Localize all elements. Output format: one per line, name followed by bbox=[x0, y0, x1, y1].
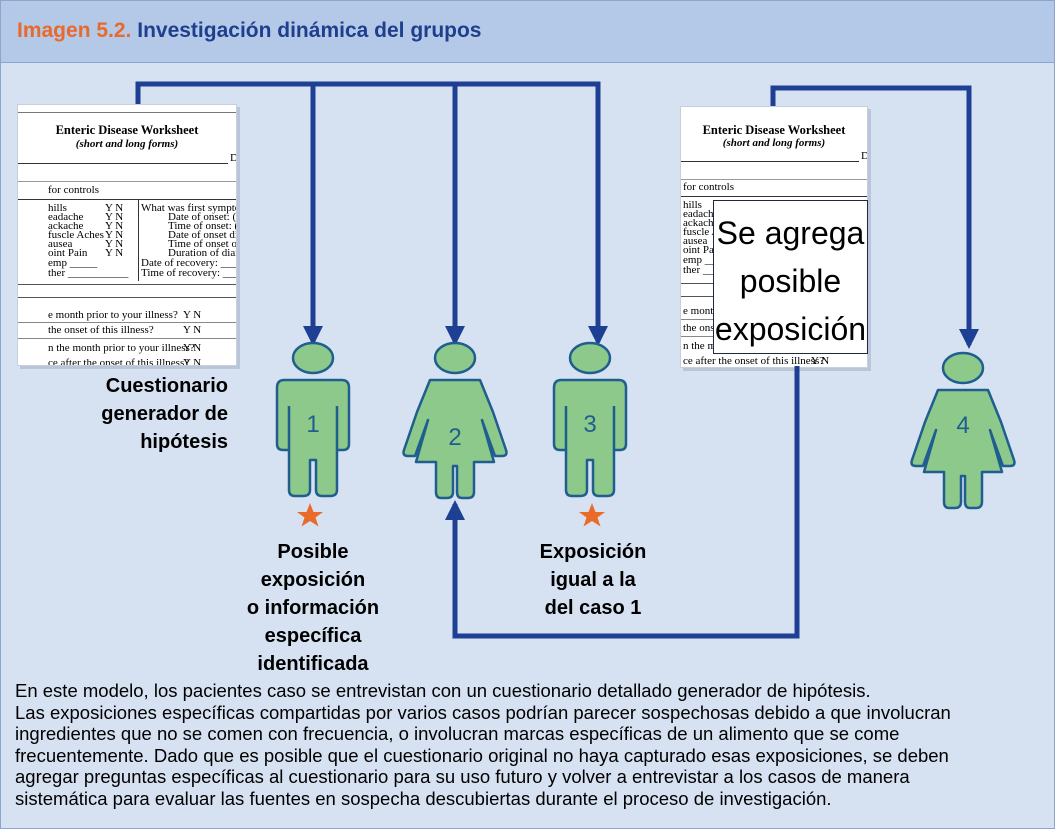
figure-title: Imagen 5.2. Investigación dinámica del g… bbox=[17, 19, 481, 43]
worksheet-line: What was first symptom?____ bbox=[141, 202, 236, 214]
label-line: identificada bbox=[257, 653, 369, 675]
worksheet-line: fuscle Aches bbox=[48, 229, 104, 241]
worksheet-line: Date of onset diarrhea: bbox=[168, 229, 236, 241]
worksheet-line: Y N bbox=[105, 202, 124, 214]
worksheet-line: e month prior to your illness? bbox=[48, 309, 178, 321]
worksheet-line: ackache bbox=[683, 217, 719, 229]
caption-line: agregar preguntas específicas al cuestio… bbox=[15, 766, 910, 787]
label-line: generador de bbox=[101, 403, 228, 425]
worksheet-title: Enteric Disease Worksheet bbox=[55, 123, 199, 137]
worksheet-line: ausea bbox=[683, 235, 708, 247]
label-line: o información bbox=[246, 597, 380, 619]
caption-line: sistemática para evaluar las fuentes en … bbox=[15, 787, 832, 809]
worksheet-line: D bbox=[230, 152, 236, 164]
questionnaire-label: Cuestionario generador de hipótesis bbox=[100, 372, 228, 456]
worksheet-line: Y N bbox=[811, 355, 830, 367]
worksheet-subtitle: (short and long forms) bbox=[722, 137, 826, 149]
worksheet-line: Duration of diarrhea ( bbox=[168, 247, 236, 259]
diagram-graphics: 1 2 3 4 bbox=[135, 81, 1016, 639]
figure-caption: En este modelo, los pacientes caso se en… bbox=[15, 680, 1045, 809]
worksheet-line: Y N bbox=[183, 309, 202, 321]
label-line: igual a la bbox=[550, 569, 636, 591]
caption-line: ingredientes que no se comen con frecuen… bbox=[15, 723, 900, 744]
case-1-label: Posible exposición o información específ… bbox=[240, 538, 386, 678]
worksheet-left: Enteric Disease Worksheet (short and lon… bbox=[17, 104, 237, 366]
label-line: específica bbox=[264, 625, 362, 647]
worksheet-line: for controls bbox=[48, 184, 100, 196]
worksheet-subtitle: (short and long forms) bbox=[75, 138, 179, 150]
worksheet-line: ausea bbox=[48, 238, 73, 250]
case-3-male-icon: 3 bbox=[552, 341, 628, 498]
callout-line: posible bbox=[739, 263, 842, 299]
worksheet-line: oint Pain bbox=[683, 244, 723, 256]
callout-line: exposición bbox=[714, 311, 867, 347]
star-icon bbox=[579, 503, 605, 527]
arrow-to-case-4 bbox=[770, 85, 979, 349]
worksheet-line: Y N bbox=[105, 211, 124, 223]
figure-title-text: Investigación dinámica del grupos bbox=[137, 19, 482, 42]
label-line: Posible bbox=[277, 541, 349, 563]
worksheet-line: Y N bbox=[105, 238, 124, 250]
worksheet-line: emp ___ bbox=[683, 254, 722, 266]
case-4-female-icon: 4 bbox=[910, 351, 1016, 510]
worksheet-line: Time of onset of diarrh bbox=[168, 238, 237, 250]
distribution-arrow bbox=[135, 81, 608, 346]
worksheet-line: oint Pain bbox=[48, 247, 88, 259]
worksheet-line: for controls bbox=[683, 181, 735, 193]
figure-number: Imagen 5.2. bbox=[17, 19, 132, 42]
worksheet-line: Y N bbox=[105, 247, 124, 259]
added-exposure-callout: Se agrega posible exposición bbox=[713, 200, 868, 354]
case-1-male-icon: 1 bbox=[275, 341, 351, 498]
worksheet-line: ackache bbox=[48, 220, 84, 232]
worksheet-line: Date of onset: (mm/dd/ bbox=[168, 211, 237, 223]
case-2-female-icon: 2 bbox=[402, 341, 508, 500]
worksheet-line: ce after the onset of this illness? bbox=[48, 357, 190, 366]
case-number: 3 bbox=[583, 411, 596, 438]
label-line: hipótesis bbox=[140, 431, 228, 453]
worksheet-line: ce after the onset of this illness? bbox=[683, 355, 825, 367]
worksheet-line: emp _____ bbox=[48, 257, 98, 269]
caption-line: En este modelo, los pacientes caso se en… bbox=[15, 680, 871, 701]
case-number: 2 bbox=[448, 424, 461, 451]
label-line: Cuestionario bbox=[105, 375, 228, 397]
label-line: exposición bbox=[260, 569, 366, 591]
callout-line: Se agrega bbox=[716, 215, 865, 251]
worksheet-line: Y N bbox=[183, 357, 202, 366]
worksheet-line: Y N bbox=[183, 324, 202, 336]
worksheet-line: eadache bbox=[48, 211, 84, 223]
worksheet-line: hills bbox=[683, 199, 702, 211]
label-line: Exposición bbox=[539, 541, 647, 563]
label-line: del caso 1 bbox=[544, 597, 642, 619]
worksheet-line: Time of onset: (militar bbox=[168, 220, 236, 232]
worksheet-line: hills bbox=[48, 202, 67, 214]
diagram: Enteric Disease Worksheet (short and lon… bbox=[17, 81, 1016, 678]
figure-header: Imagen 5.2. Investigación dinámica del g… bbox=[1, 1, 1054, 63]
reinterview-arrow bbox=[445, 366, 800, 639]
worksheet-line: the onset of this illness? bbox=[48, 324, 154, 336]
case-3-label: Exposición igual a la del caso 1 bbox=[530, 538, 656, 622]
worksheet-line: n the month prior to your illness? bbox=[48, 342, 195, 354]
worksheet-line: Date of recovery: ___/___/___ bbox=[141, 257, 237, 269]
worksheet-line: the onset bbox=[683, 322, 723, 334]
worksheet-line: D bbox=[861, 150, 867, 162]
worksheet-line: Time of recovery: _________ bbox=[141, 267, 236, 279]
caption-line: Las exposiciones específicas compartidas… bbox=[15, 701, 951, 723]
worksheet-line: Y N bbox=[183, 342, 202, 354]
star-icon bbox=[297, 503, 323, 527]
worksheet-line: Y N bbox=[105, 220, 124, 232]
worksheet-line: eadache bbox=[683, 208, 719, 220]
worksheet-line: Y N bbox=[105, 229, 124, 241]
case-number: 4 bbox=[956, 412, 969, 439]
caption-line: frecuentemente. Dado que es posible que … bbox=[15, 744, 949, 766]
worksheet-title: Enteric Disease Worksheet bbox=[702, 123, 846, 137]
case-number: 1 bbox=[306, 411, 319, 438]
worksheet-line: ther ___________ bbox=[48, 267, 129, 279]
